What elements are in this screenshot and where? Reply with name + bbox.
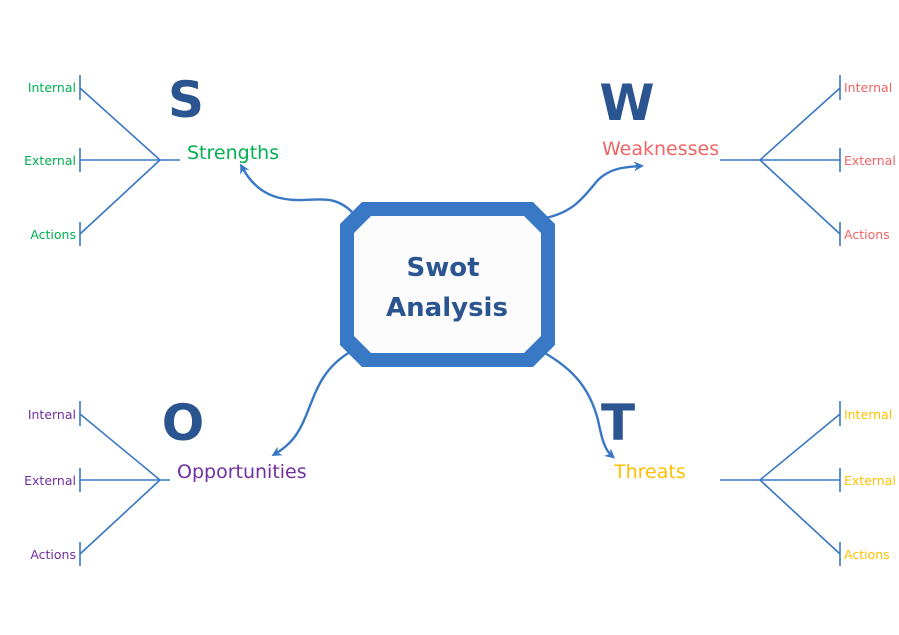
branch-lines-weaknesses	[720, 75, 841, 246]
center-node-inner	[354, 216, 541, 353]
opportunities-item-actions: Actions	[30, 547, 76, 562]
letter-w: W	[599, 74, 654, 132]
branch-lines-strengths	[79, 75, 180, 246]
threats-item-external: External	[844, 473, 896, 488]
strengths-item-external: External	[24, 153, 76, 168]
branch-lines-opportunities	[79, 401, 170, 566]
letter-t: T	[601, 394, 635, 452]
connector-threats	[542, 350, 616, 459]
center-title-line1: Swot	[406, 253, 479, 283]
opportunities-item-internal: Internal	[28, 407, 76, 422]
weaknesses-item-actions: Actions	[844, 227, 890, 242]
threats-item-internal: Internal	[844, 407, 892, 422]
strengths-item-actions: Actions	[30, 227, 76, 242]
center-title-line2: Analysis	[386, 293, 508, 323]
connector-strengths	[240, 163, 353, 213]
weaknesses-item-external: External	[844, 153, 896, 168]
branch-lines-threats	[720, 401, 841, 566]
letter-s: S	[168, 71, 204, 129]
quadrant-opportunities: O Opportunities Internal External Action…	[24, 394, 307, 566]
strengths-item-internal: Internal	[28, 80, 76, 95]
title-opportunities: Opportunities	[177, 461, 307, 483]
quadrant-threats: T Threats Internal External Actions	[601, 394, 896, 566]
quadrant-weaknesses: W Weaknesses Internal External Actions	[599, 74, 896, 246]
quadrant-strengths: S Strengths Internal External Actions	[24, 71, 279, 246]
threats-item-actions: Actions	[844, 547, 890, 562]
title-strengths: Strengths	[187, 142, 279, 164]
title-threats: Threats	[613, 461, 686, 483]
connector-weaknesses	[544, 161, 644, 220]
title-weaknesses: Weaknesses	[602, 138, 719, 160]
connector-opportunities	[271, 350, 351, 457]
opportunities-item-external: External	[24, 473, 76, 488]
letter-o: O	[162, 394, 205, 452]
weaknesses-item-internal: Internal	[844, 80, 892, 95]
